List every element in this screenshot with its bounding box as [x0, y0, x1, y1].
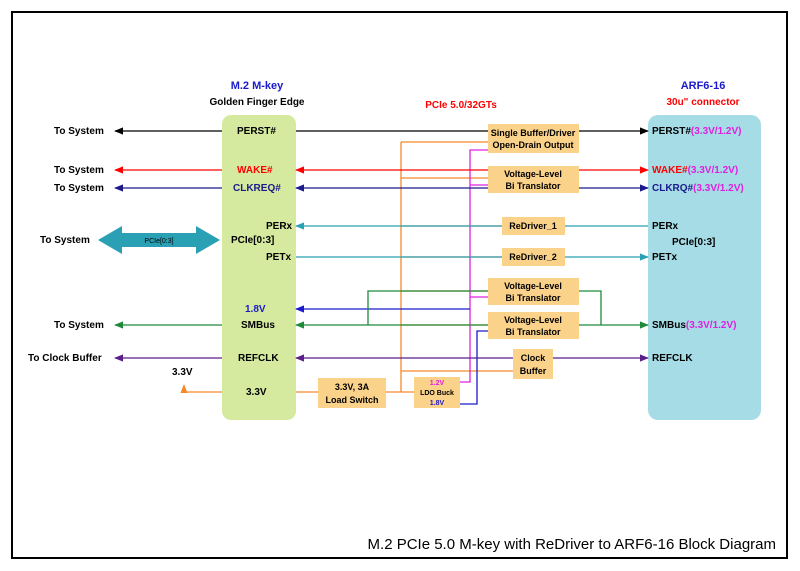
ldo-name-label: LDO Buck	[420, 390, 454, 397]
center-label: PCIe 5.0/32GTs	[425, 100, 497, 111]
m2-pin-refclk: REFCLK	[238, 353, 279, 364]
clock-label-1: Clock	[521, 353, 547, 363]
redriver-1-label: ReDriver_1	[509, 221, 557, 231]
switch-label-1: 3.3V, 3A	[335, 382, 370, 392]
m2-pin-1v8: 1.8V	[245, 304, 266, 315]
vl1-label-2: Bi Translator	[505, 181, 561, 191]
vl3-label-1: Voltage-Level	[504, 315, 562, 325]
smbus-signal	[114, 290, 649, 329]
to-clock-buffer: To Clock Buffer	[28, 353, 102, 364]
arf-pin-perst: PERST#(3.3V/1.2V)	[652, 126, 742, 137]
arf-pin-wake: WAKE#(3.3V/1.2V)	[652, 165, 738, 176]
to-system-smbus: To System	[54, 320, 104, 331]
pcie-bus-arrow: PCIe[0:3]	[98, 226, 220, 254]
out-3v3-label: 3.3V	[172, 367, 193, 378]
m2-title: M.2 M-key	[231, 80, 284, 92]
pcie-bus-label: PCIe[0:3]	[144, 238, 173, 245]
ldo-out-label: 1.8V	[430, 400, 445, 407]
m2-pin-smbus: SMBus	[241, 320, 275, 331]
vl2-label-1: Voltage-Level	[504, 281, 562, 291]
diagram-border	[11, 11, 788, 559]
to-system-pcie: To System	[40, 235, 90, 246]
diagram-title: M.2 PCIe 5.0 M-key with ReDriver to ARF6…	[368, 536, 776, 553]
m2-block	[222, 115, 296, 420]
to-system-perst: To System	[54, 126, 104, 137]
m2-pin-perx: PERx	[266, 221, 293, 232]
load-switch-block	[318, 378, 386, 408]
arf-title: ARF6-16	[681, 80, 726, 92]
m2-pin-clkreq: CLKREQ#	[233, 183, 281, 194]
m2-pin-wake: WAKE#	[237, 165, 273, 176]
ldo-buck-block	[414, 377, 460, 408]
arf-block	[648, 115, 761, 420]
switch-label-2: Load Switch	[325, 395, 378, 405]
vl2-label-2: Bi Translator	[505, 293, 561, 303]
arf-pin-clkreq: CLKRQ#(3.3V/1.2V)	[652, 183, 744, 194]
arf-pin-smbus: SMBus(3.3V/1.2V)	[652, 320, 737, 331]
vl3-label-2: Bi Translator	[505, 327, 561, 337]
power-1v2-wiring	[460, 149, 488, 383]
vl-translator-1	[488, 166, 579, 193]
arf-subtitle: 30u" connector	[666, 97, 739, 108]
vl-translator-2	[488, 278, 579, 305]
redriver-1-block	[502, 217, 565, 235]
vl-translator-3	[488, 312, 579, 339]
to-system-clkreq: To System	[54, 183, 104, 194]
redriver-2-label: ReDriver_2	[509, 252, 557, 262]
to-system-wake: To System	[54, 165, 104, 176]
m2-pin-perst: PERST#	[237, 126, 276, 137]
arf-pin-perx: PERx	[652, 221, 679, 232]
power-1v8-wiring	[295, 305, 488, 405]
clock-label-2: Buffer	[520, 366, 547, 376]
buffer-label-1: Single Buffer/Driver	[491, 128, 576, 138]
vl1-label-1: Voltage-Level	[504, 169, 562, 179]
arf-pin-pcie: PCIe[0:3]	[672, 237, 715, 248]
clock-buffer-block	[513, 349, 553, 379]
buffer-block	[488, 124, 579, 153]
m2-pin-pcie: PCIe[0:3]	[231, 235, 274, 246]
arf-pin-petx: PETx	[652, 252, 677, 263]
arf-pin-refclk: REFCLK	[652, 353, 693, 364]
m2-pin-petx: PETx	[266, 252, 291, 263]
m2-pin-3v3: 3.3V	[246, 387, 267, 398]
m2-subtitle: Golden Finger Edge	[209, 97, 304, 108]
buffer-label-2: Open-Drain Output	[493, 140, 574, 150]
redriver-2-block	[502, 248, 565, 266]
ldo-in-label: 1.2V	[430, 380, 445, 387]
